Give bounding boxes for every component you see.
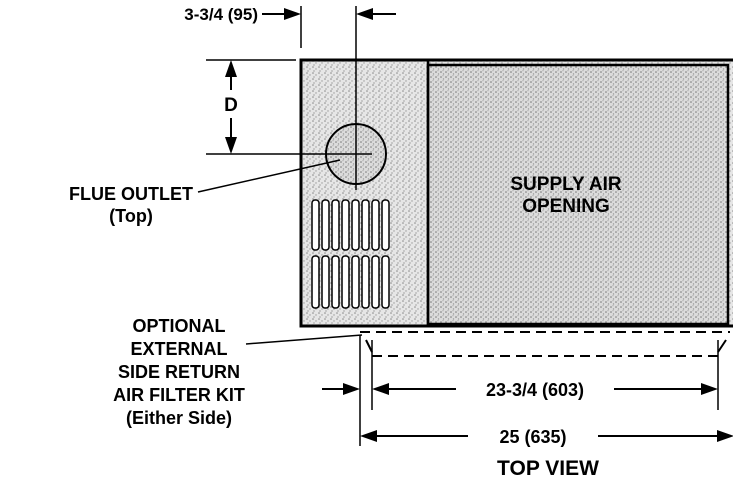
view-title: TOP VIEW xyxy=(497,457,599,480)
dim-offset-arrow-right xyxy=(356,8,396,20)
dim-depth-arrow-top xyxy=(225,60,237,90)
filter-label-line4: AIR FILTER KIT xyxy=(113,385,245,405)
dim-outer-width-label: 25 (635) xyxy=(499,427,566,447)
flue-label-line1: FLUE OUTLET xyxy=(69,184,193,204)
dim-depth-arrow-bottom xyxy=(225,118,237,154)
dim-outer-arrow-left xyxy=(360,430,468,442)
louver-grille xyxy=(311,199,390,309)
flue-label-line2: (Top) xyxy=(109,206,153,226)
dim-outer-arrow-right xyxy=(598,430,733,442)
supply-air-opening xyxy=(426,63,730,326)
filter-label-line5: (Either Side) xyxy=(126,408,232,428)
dim-offset-label: 3-3/4 (95) xyxy=(184,5,258,24)
dim-inner-arrow-left xyxy=(372,383,456,395)
filter-label-line1: OPTIONAL xyxy=(133,316,226,336)
dim-offset-arrow-left xyxy=(262,8,301,20)
supply-label-line1: SUPPLY AIR xyxy=(510,174,622,195)
dim-inner-width-label: 23-3/4 (603) xyxy=(486,380,584,400)
filter-kit-outline xyxy=(360,331,730,357)
supply-label-line2: OPENING xyxy=(522,196,610,217)
dim-depth-label: D xyxy=(224,95,238,116)
filter-label-line3: SIDE RETURN xyxy=(118,362,240,382)
dim-inner-arrow-right xyxy=(614,383,718,395)
filter-label-line2: EXTERNAL xyxy=(130,339,227,359)
flue-leader-line xyxy=(197,159,341,193)
filter-leader-line xyxy=(245,334,363,345)
dim-inner-outside-arrow xyxy=(322,383,360,395)
